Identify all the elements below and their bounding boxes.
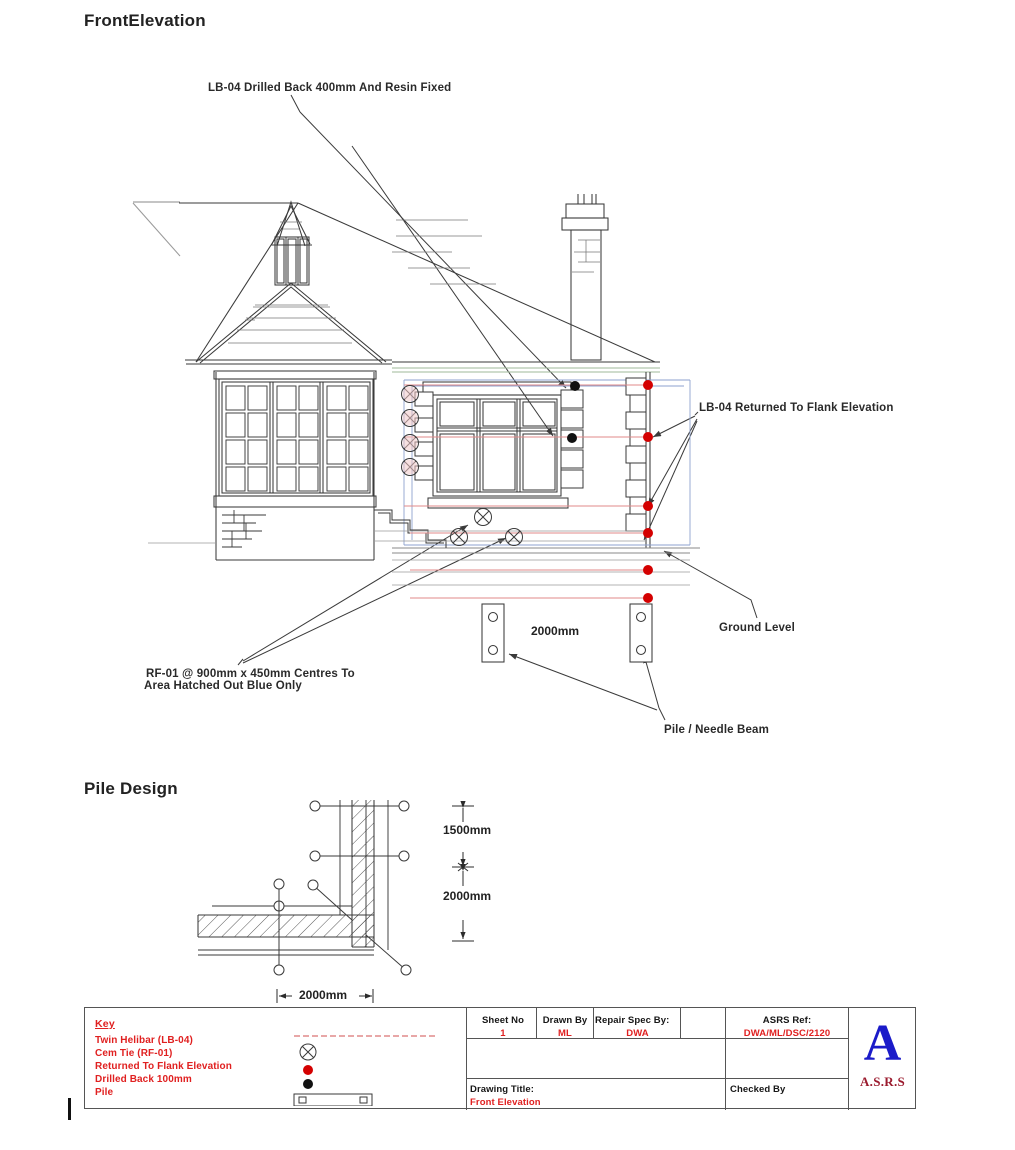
key-symbols <box>293 1035 438 1106</box>
black-marker-group <box>567 381 580 443</box>
annotation-ground-level: Ground Level <box>719 622 795 634</box>
key-heading: Key <box>95 1018 115 1030</box>
label-repair-spec-by: Repair Spec By: <box>595 1015 670 1026</box>
key-label-pile: Pile <box>95 1087 114 1098</box>
key-symbol-black-dot <box>303 1079 313 1089</box>
annotation-lb04-returned-to-flank: LB-04 Returned To Flank Elevation <box>699 402 894 414</box>
value-asrs-ref: DWA/ML/DSC/2120 <box>743 1028 831 1039</box>
label-asrs-ref: ASRS Ref: <box>762 1015 812 1026</box>
key-label-drilled-back: Drilled Back 100mm <box>95 1074 192 1085</box>
title-block: Key Twin Helibar (LB-04) Cem Tie (RF-01)… <box>84 1007 916 1110</box>
value-repair-spec-by: DWA <box>626 1028 649 1039</box>
key-label-returned-flank: Returned To Flank Elevation <box>95 1061 232 1072</box>
label-checked-by: Checked By <box>730 1084 786 1095</box>
tb-divider-2 <box>536 1008 537 1038</box>
key-symbol-red-dot <box>303 1065 313 1075</box>
label-drawn-by: Drawn By <box>542 1015 588 1026</box>
tb-divider-5 <box>725 1008 726 1110</box>
page-title-pile-design: Pile Design <box>84 779 178 798</box>
logo-letter-a: A <box>863 1015 902 1072</box>
annotation-pile-needle-beam: Pile / Needle Beam <box>664 724 769 736</box>
label-drawing-title: Drawing Title: <box>470 1084 535 1095</box>
page-title-front-elevation: FrontElevation <box>84 11 206 30</box>
tb-divider-4 <box>680 1008 681 1038</box>
red-marker-group <box>643 380 653 603</box>
tb-row-line-1 <box>466 1038 848 1039</box>
value-sheet-no: 1 <box>500 1028 506 1039</box>
key-label-cem-tie: Cem Tie (RF-01) <box>95 1048 173 1059</box>
tb-row-line-2 <box>466 1078 848 1079</box>
asrs-logo: A A.S.R.S <box>849 1015 916 1090</box>
value-drawing-title: Front Elevation <box>470 1097 541 1108</box>
dimension-pile-width: 2000mm <box>299 988 348 1002</box>
dimension-elevation-span: 2000mm <box>531 624 580 638</box>
annotation-rf01-centres-line1: RF-01 @ 900mm x 450mm Centres To <box>146 668 355 680</box>
dimension-pile-upper: 1500mm <box>443 823 492 837</box>
tb-divider-3 <box>593 1008 594 1038</box>
value-drawn-by: ML <box>558 1028 572 1039</box>
annotation-rf01-centres-line2: Area Hatched Out Blue Only <box>144 680 302 692</box>
key-symbol-pile <box>293 1093 373 1106</box>
annotation-lb04-drilled-back: LB-04 Drilled Back 400mm And Resin Fixed <box>208 82 452 94</box>
label-sheet-no: Sheet No <box>482 1015 524 1026</box>
dimension-pile-lower: 2000mm <box>443 889 492 903</box>
key-symbol-crossed-circle <box>299 1043 317 1061</box>
tb-divider-6 <box>848 1008 849 1110</box>
key-label-twin-helibar: Twin Helibar (LB-04) <box>95 1035 193 1046</box>
tb-divider-1 <box>466 1008 467 1110</box>
logo-text: A.S.R.S <box>859 1074 906 1090</box>
page-corner-tick <box>68 1098 71 1120</box>
